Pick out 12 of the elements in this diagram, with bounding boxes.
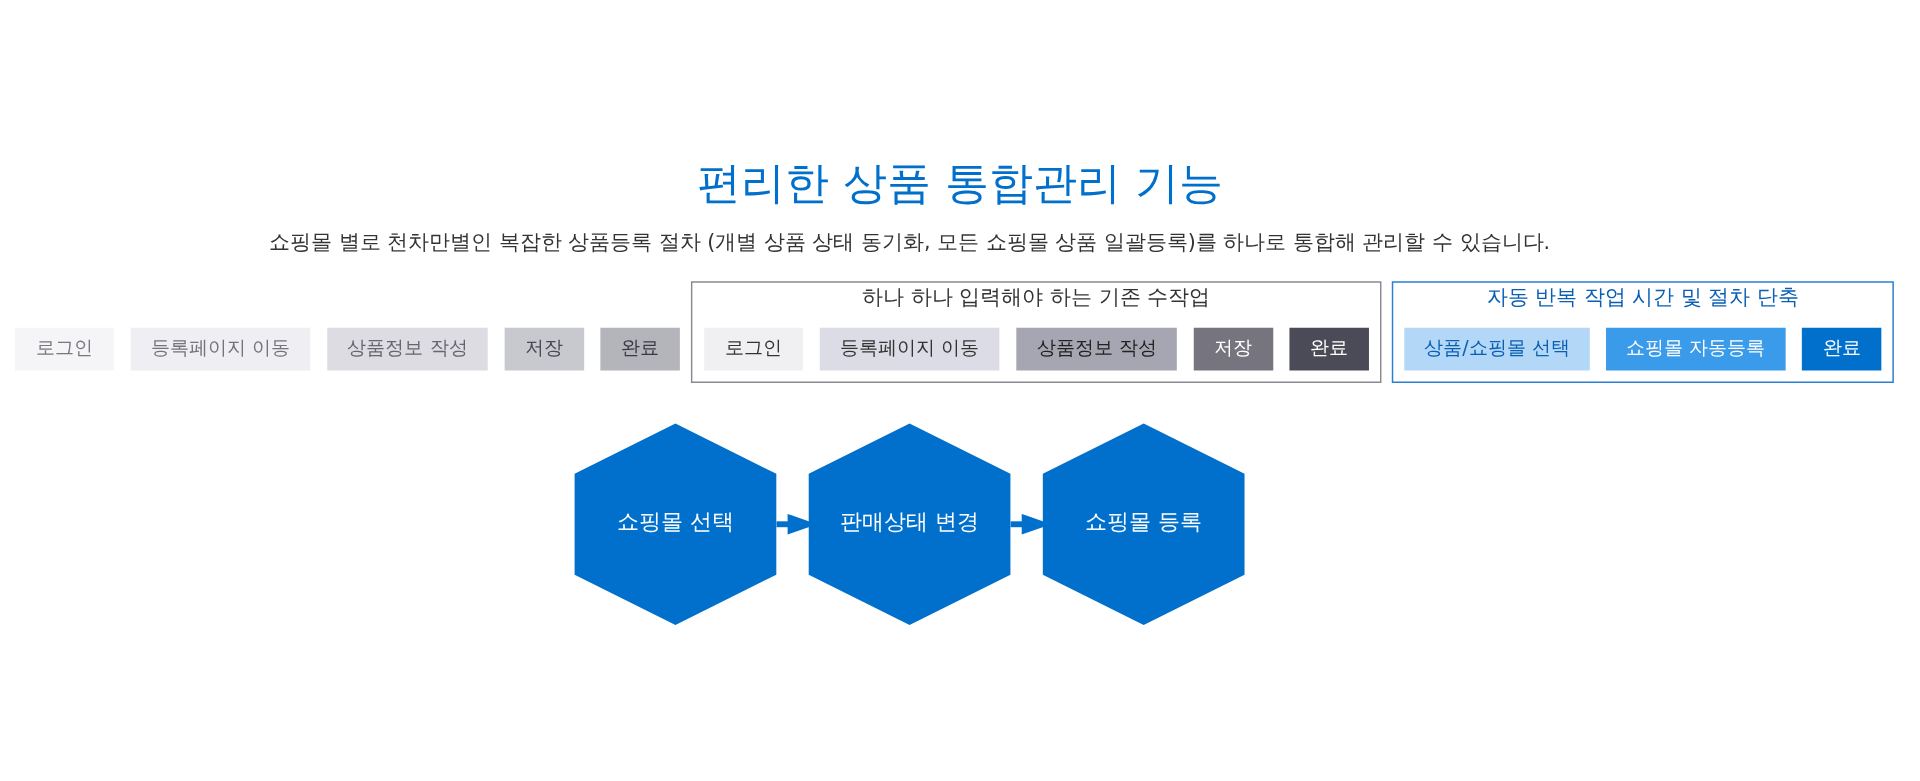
node-box: 상품정보 작성 — [1016, 327, 1177, 370]
node-box: 저장 — [1193, 327, 1274, 370]
node-box: 상품/쇼핑몰 선택 — [1404, 327, 1590, 370]
node-box: 쇼핑몰 자동등록 — [1606, 327, 1786, 370]
node-box: 완료 — [1801, 327, 1882, 370]
diagram-title: 편리한 상품 통합관리 기능 — [696, 156, 1224, 208]
node-box: 저장 — [504, 327, 585, 370]
node-box: 등록페이지 이동 — [819, 327, 1000, 370]
label: 쇼핑몰 별로 천차만별인 복잡한 상품등록 절차 (개별 상품 상태 동기화, 모든 쇼핑몰 상품 일괄등록)를 하나로 통합해 관리할 수 있습니다. — [269, 229, 1551, 254]
node-box: 완료 — [1289, 327, 1369, 370]
node-box: 상품정보 작성 — [327, 327, 488, 370]
node-box: 완료 — [600, 327, 680, 370]
